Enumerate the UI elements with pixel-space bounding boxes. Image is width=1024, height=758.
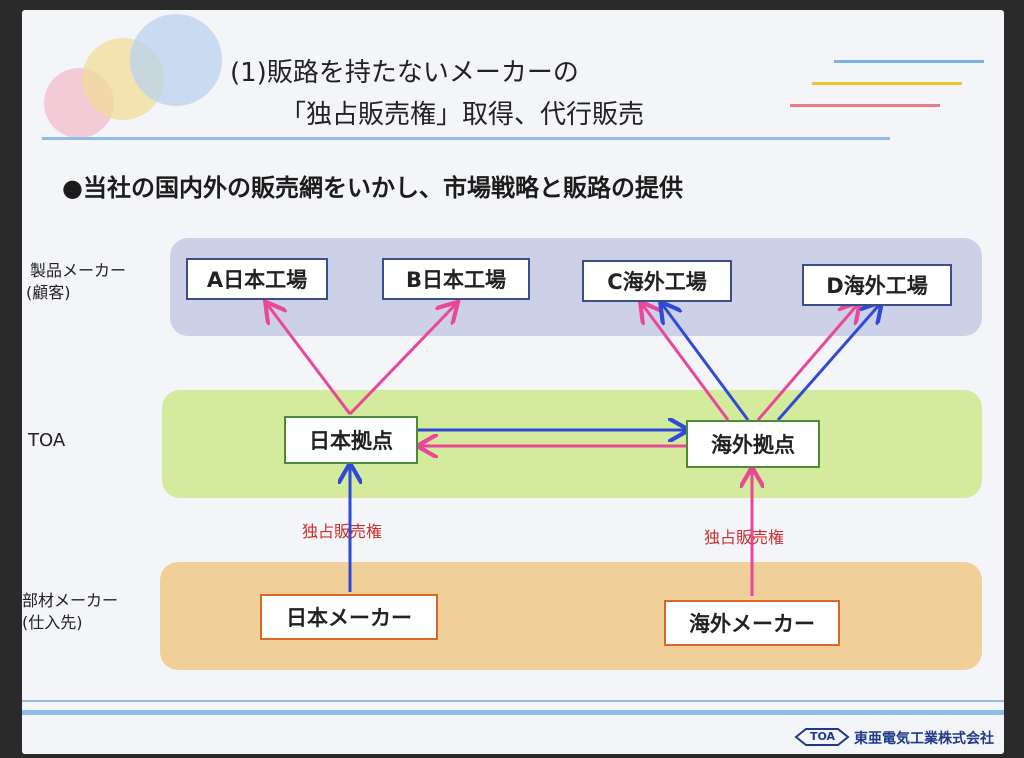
exclusive-rights-right: 独占販売権 (704, 528, 785, 547)
japan-base-box: 日本拠点 (284, 416, 418, 464)
title-underline (42, 137, 890, 140)
suppliers-label-1: 部材メーカー (22, 591, 119, 610)
arrow-overseas-to-d-blue (776, 304, 880, 421)
deco-line-red (790, 104, 940, 107)
slide: (1)販路を持たないメーカーの 「独占販売権」取得、代行販売 ●当社の国内外の販… (22, 10, 1004, 754)
bullet-text: ●当社の国内外の販売網をいかし、市場戦略と販路の提供 (62, 174, 683, 202)
customers-label-1: 製品メーカー (30, 261, 127, 280)
customers-label-2: (顧客) (26, 283, 71, 302)
title-line-1: (1)販路を持たないメーカーの (230, 58, 579, 88)
arrow-japan-to-a (267, 304, 352, 415)
factory-c-box: C海外工場 (582, 260, 732, 302)
japan-maker-box: 日本メーカー (260, 594, 438, 640)
logo-mark-text: TOA (810, 730, 836, 743)
footer-line-thick (22, 710, 1004, 715)
arrow-overseas-to-c-pink (642, 304, 730, 421)
arrow-japan-to-b (348, 304, 456, 416)
title-line-2: 「独占販売権」取得、代行販売 (280, 100, 645, 130)
company-name: 東亜電気工業株式会社 (854, 731, 994, 747)
toa-logo-icon (794, 728, 850, 746)
overseas-maker-box: 海外メーカー (664, 600, 840, 646)
arrow-overseas-to-d-pink (756, 304, 858, 421)
deco-circle-blue (130, 14, 222, 106)
footer-line-thin (22, 700, 1004, 702)
company-logo: TOA (792, 726, 852, 748)
arrow-overseas-to-c-blue (662, 304, 750, 421)
factory-d-box: D海外工場 (802, 264, 952, 306)
toa-label: TOA (28, 430, 66, 451)
suppliers-label-2: (仕入先) (22, 613, 83, 632)
overseas-base-box: 海外拠点 (686, 420, 820, 468)
arrow-layer (22, 10, 1004, 596)
factory-b-box: B日本工場 (382, 258, 530, 300)
factory-a-box: A日本工場 (186, 258, 328, 300)
exclusive-rights-left: 独占販売権 (302, 522, 383, 541)
deco-line-blue (834, 60, 984, 63)
deco-line-yellow (812, 82, 962, 85)
